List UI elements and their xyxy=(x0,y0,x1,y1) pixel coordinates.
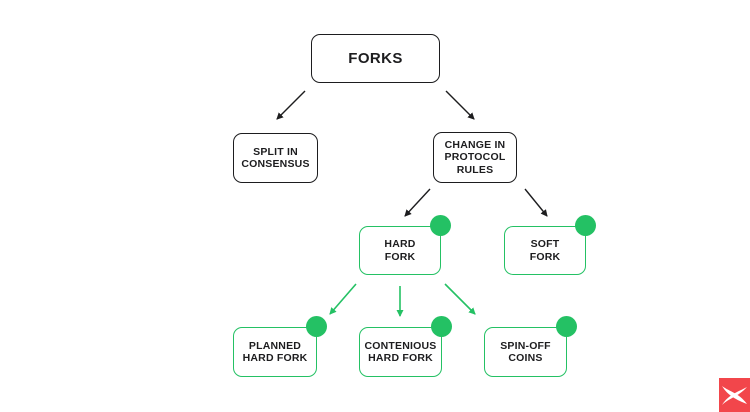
node-contenious-hard-fork-label: CONTENIOUS HARD FORK xyxy=(364,339,437,364)
arrow-change-to-hard-fork xyxy=(404,188,431,217)
node-spin-off-coins: SPIN-OFF COINS xyxy=(484,327,567,377)
node-split-in-consensus: SPLIT IN CONSENSUS xyxy=(233,133,318,183)
node-forks-label: FORKS xyxy=(348,49,403,67)
green-dot-planned-hard-fork xyxy=(306,316,327,337)
green-dot-spin-off-coins xyxy=(556,316,577,337)
node-soft-fork: SOFT FORK xyxy=(504,226,586,275)
green-dot-contenious-hard-fork xyxy=(431,316,452,337)
node-change-in-protocol-rules-label: CHANGE IN PROTOCOL RULES xyxy=(444,138,506,176)
arrow-forks-to-change-in-protocol-rules xyxy=(445,90,475,120)
green-dot-hard-fork xyxy=(430,215,451,236)
node-forks: FORKS xyxy=(311,34,440,83)
node-spin-off-coins-label: SPIN-OFF COINS xyxy=(500,339,551,364)
node-hard-fork-label: HARD FORK xyxy=(384,238,416,263)
x-swoosh-icon xyxy=(719,378,750,412)
node-hard-fork: HARD FORK xyxy=(359,226,441,275)
node-soft-fork-label: SOFT FORK xyxy=(529,238,561,263)
arrow-hard-fork-to-planned-hard-fork xyxy=(329,283,357,315)
node-change-in-protocol-rules: CHANGE IN PROTOCOL RULES xyxy=(433,132,517,183)
node-split-in-consensus-label: SPLIT IN CONSENSUS xyxy=(241,145,310,170)
node-planned-hard-fork: PLANNED HARD FORK xyxy=(233,327,317,377)
green-dot-soft-fork xyxy=(575,215,596,236)
arrow-forks-to-split-in-consensus xyxy=(276,90,306,120)
node-planned-hard-fork-label: PLANNED HARD FORK xyxy=(242,339,308,364)
arrow-hard-fork-to-spin-off-coins xyxy=(444,283,476,315)
node-contenious-hard-fork: CONTENIOUS HARD FORK xyxy=(359,327,442,377)
brand-logo xyxy=(719,378,750,412)
arrow-change-to-soft-fork xyxy=(524,188,548,217)
